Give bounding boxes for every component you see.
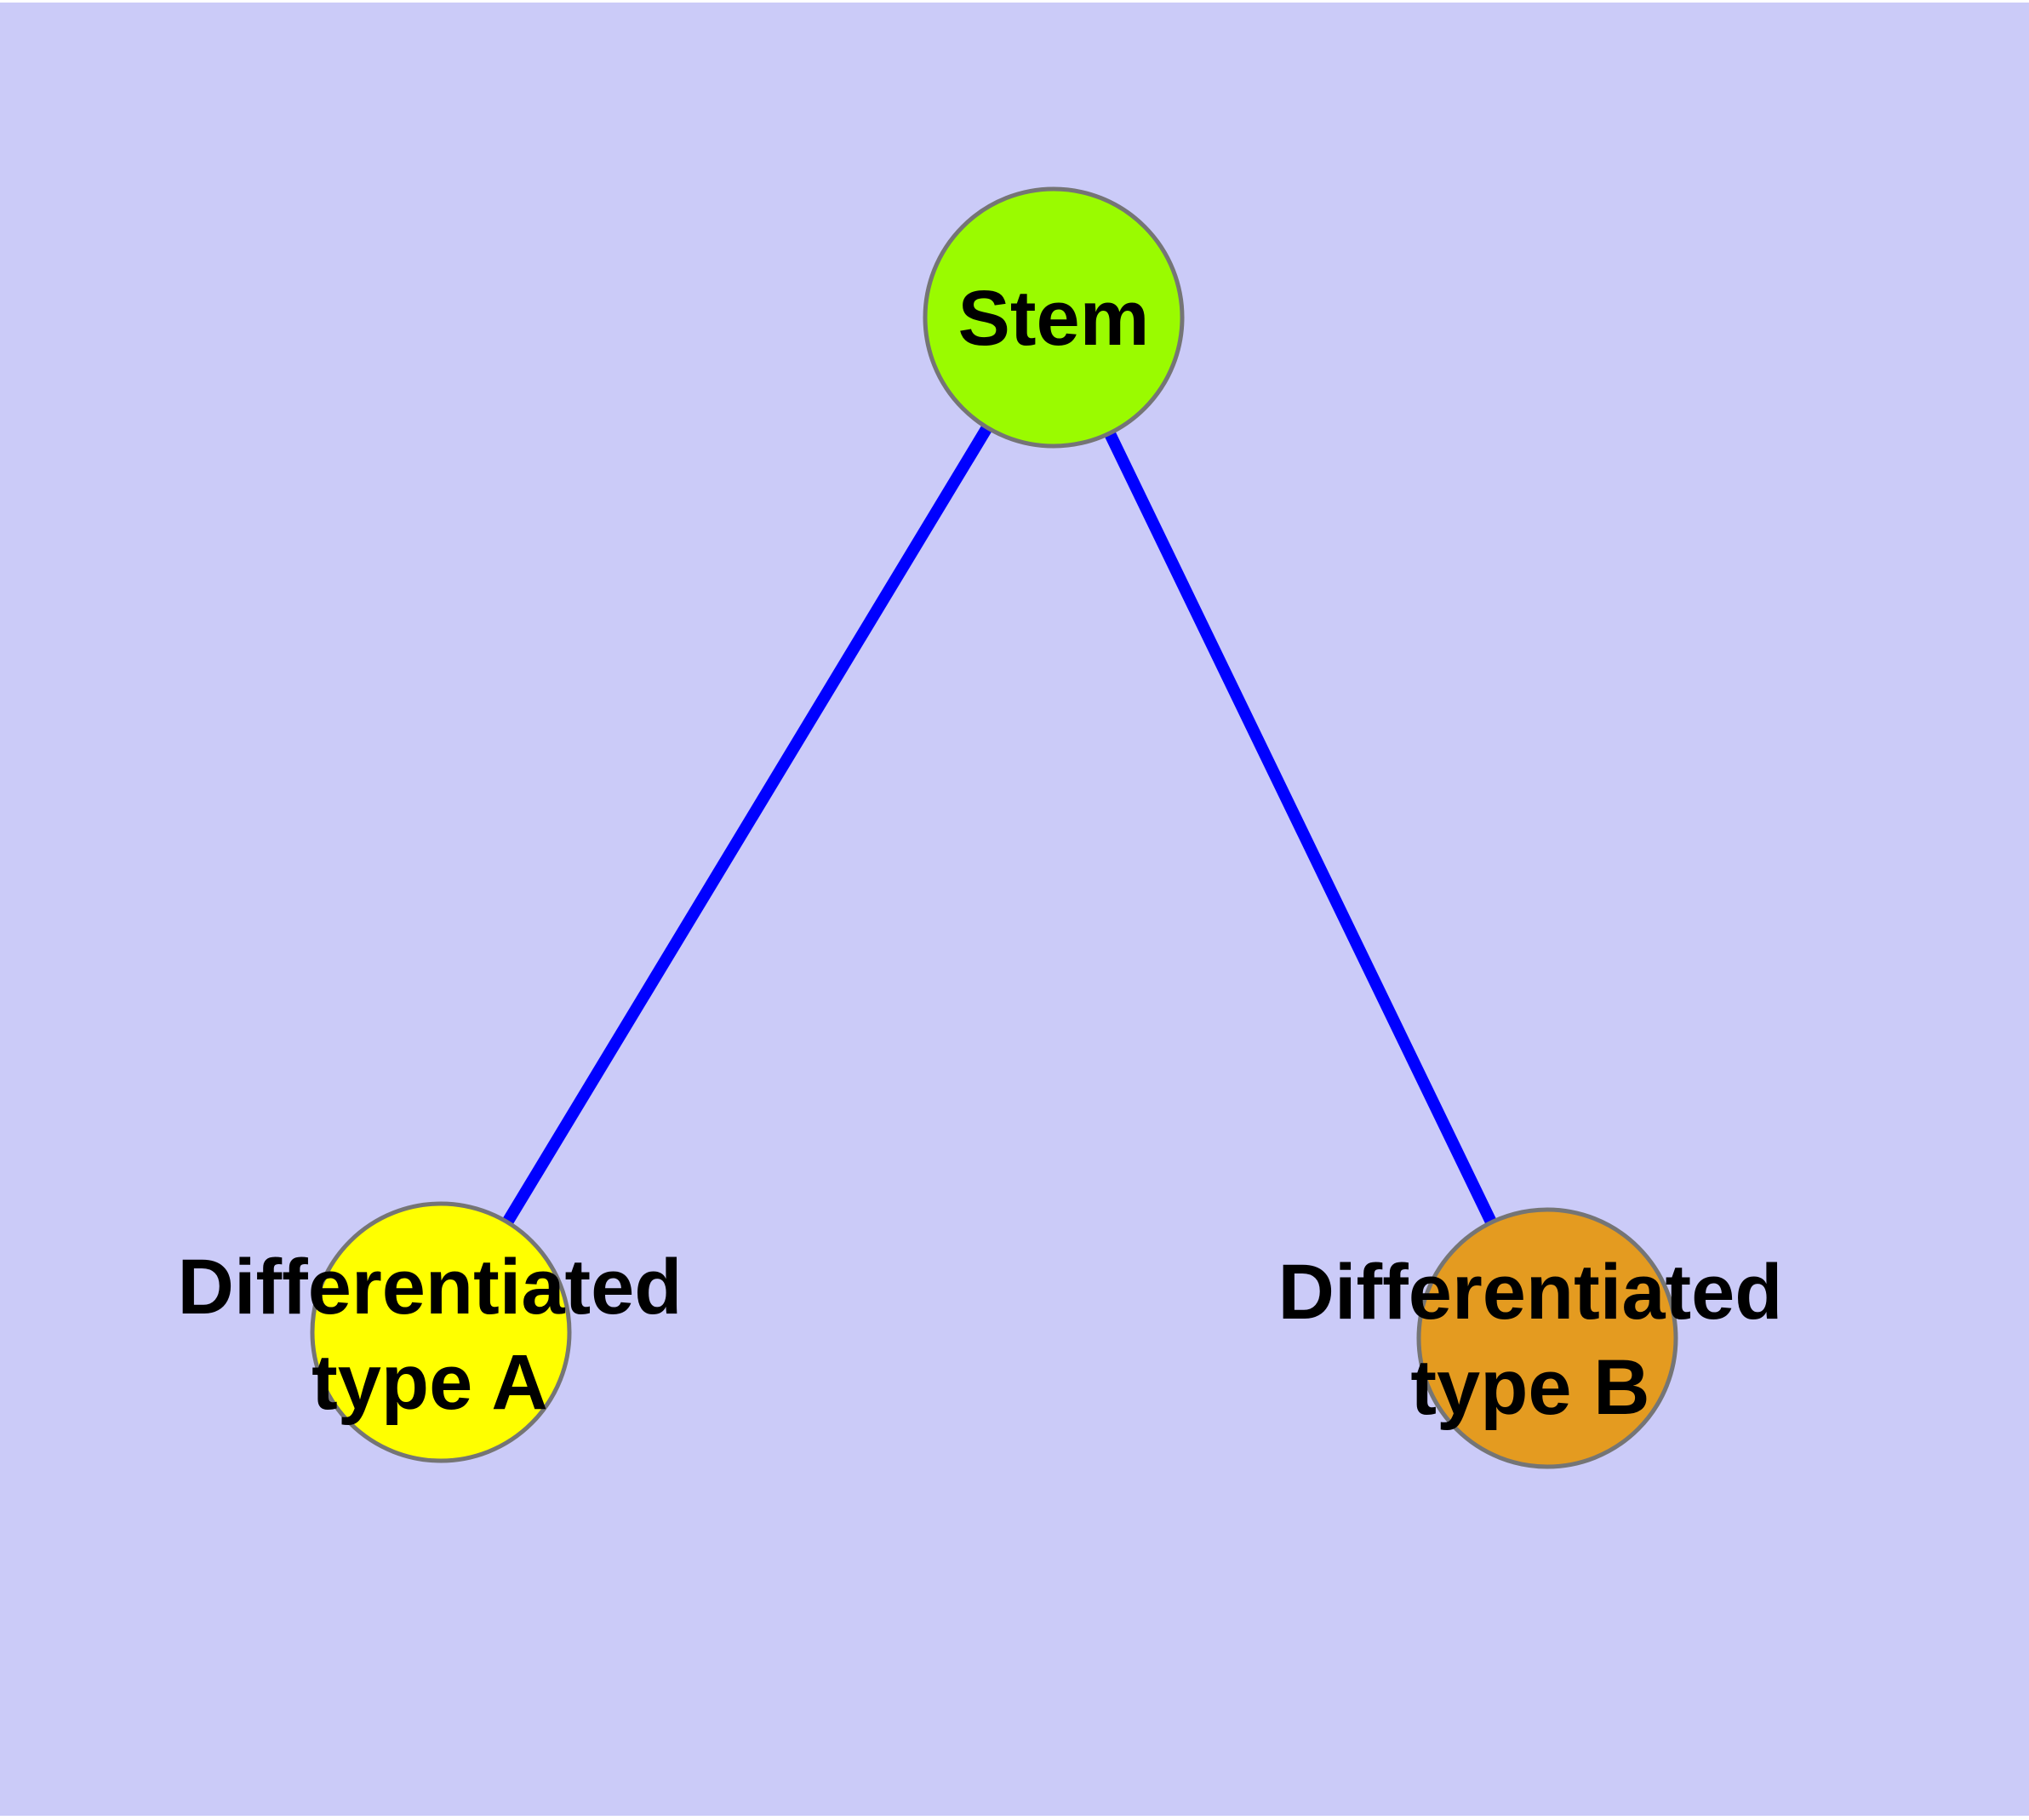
node-stem (923, 186, 1185, 449)
node-type-b (1416, 1207, 1678, 1469)
edge-stem-type-a (436, 314, 1059, 1336)
node-type-a (310, 1201, 572, 1463)
edge-stem-type-b (1048, 314, 1553, 1342)
